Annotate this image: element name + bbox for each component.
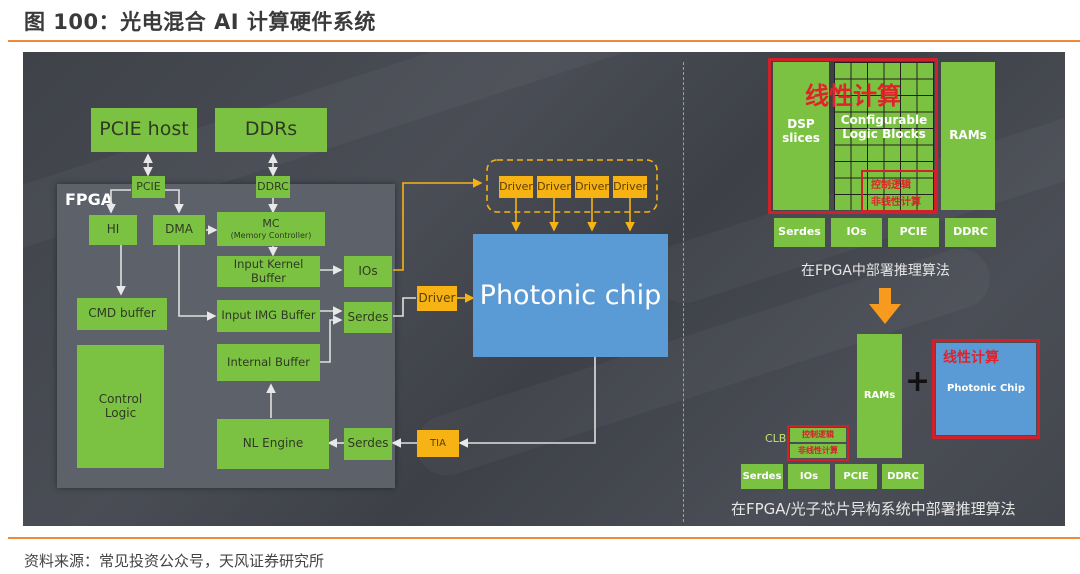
driver-block: Driver — [575, 176, 609, 198]
nl-engine-block: NL Engine — [217, 419, 329, 469]
photonic-linear-label: 线性计算 — [943, 350, 999, 366]
rams-block: RAMs — [941, 62, 995, 210]
connection-wires — [106, 153, 658, 448]
section-divider — [683, 62, 684, 522]
fpga-label: FPGA — [65, 190, 114, 209]
photonic-chip-block: Photonic chip — [473, 234, 668, 357]
internal-buffer-block: Internal Buffer — [217, 344, 320, 381]
figure-title: 图 100：光电混合 AI 计算硬件系统 — [24, 10, 376, 34]
io-row2-pcie: PCIE — [835, 464, 877, 489]
pcie-block: PCIE — [132, 176, 165, 198]
clb-control-frame — [861, 170, 936, 212]
pcie-host-block: PCIE host — [91, 108, 197, 152]
io-row2-ddrc: DDRC — [882, 464, 924, 489]
io-row-pcie: PCIE — [888, 218, 939, 247]
single-driver-block: Driver — [417, 286, 457, 311]
fpga-deploy-caption: 在FPGA中部署推理算法 — [801, 263, 950, 279]
io-row-serdes: Serdes — [774, 218, 825, 247]
serdes-rx-block: Serdes — [344, 428, 392, 460]
ddrc-block: DDRC — [256, 176, 290, 198]
ios-block: IOs — [344, 256, 392, 287]
linear-compute-label: 线性计算 — [805, 82, 901, 110]
io-row-ios: IOs — [831, 218, 882, 247]
io-row-ddrc: DDRC — [945, 218, 996, 247]
driver-block: Driver — [537, 176, 571, 198]
clb-small-control: 控制逻辑 — [790, 428, 846, 442]
driver-block: Driver — [613, 176, 647, 198]
clb-grid — [834, 62, 934, 210]
linear-compute-frame — [768, 58, 938, 214]
plus-sign: + — [905, 364, 931, 399]
input-kernel-buffer-block: Input Kernel Buffer — [217, 256, 320, 287]
mc-block: MC (Memory Controller) — [217, 212, 325, 246]
tia-block: TIA — [417, 430, 459, 457]
down-arrow-icon — [869, 288, 901, 324]
ddrs-block: DDRs — [215, 108, 327, 152]
title-rule — [8, 40, 1080, 42]
hetero-deploy-caption: 在FPGA/光子芯片异构系统中部署推理算法 — [731, 500, 1016, 518]
dsp-slices-block: DSP slices — [773, 62, 829, 210]
clb-small-frame — [787, 425, 849, 461]
mc-label: MC — [262, 217, 280, 231]
clb-small-label: CLB — [765, 432, 787, 445]
photonic-linear-frame — [932, 339, 1040, 439]
clb-small-nonlinear: 非线性计算 — [790, 444, 846, 458]
io-row2-serdes: Serdes — [741, 464, 783, 489]
cmd-buffer-block: CMD buffer — [77, 298, 167, 330]
figure-source: 资料来源：常见投资公众号，天风证券研究所 — [24, 552, 325, 570]
control-logic-label: 控制逻辑 — [871, 180, 911, 191]
rams-tall-block: RAMs — [857, 334, 902, 458]
io-row2-ios: IOs — [788, 464, 830, 489]
mc-sublabel: (Memory Controller) — [230, 230, 312, 240]
clb-label: Configurable Logic Blocks — [840, 113, 928, 141]
dma-block: DMA — [153, 215, 205, 245]
control-logic-block: Control Logic — [77, 345, 164, 468]
nonlinear-compute-label: 非线性计算 — [871, 197, 921, 208]
serdes-tx-block: Serdes — [344, 302, 392, 333]
driver-block: Driver — [499, 176, 533, 198]
input-img-buffer-block: Input IMG Buffer — [217, 300, 320, 332]
hi-block: HI — [89, 215, 137, 245]
photonic-chip-small-block: Photonic Chip — [936, 343, 1036, 435]
diagram-panel: FPGA — [23, 52, 1065, 526]
source-rule — [8, 537, 1080, 539]
